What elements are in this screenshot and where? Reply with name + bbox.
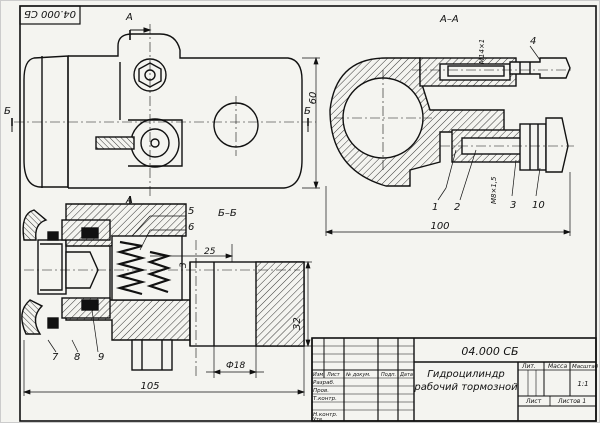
row-tkontr: Т.контр. [313,396,337,402]
lit-label: Лит. [521,363,536,370]
callout-9: 9 [98,352,104,363]
front-view [23,33,303,189]
header-sign: Подп. [381,372,396,378]
sheets-label: Листов 1 [557,398,586,405]
dim-60: 60 [308,92,319,105]
callout-6: 6 [188,222,194,233]
row-nkontr: Н.контр. [313,412,338,418]
title-line2: рабочий тормозной [413,381,518,393]
header-doc: № докум. [345,372,371,378]
row-utv: Утв. [313,417,324,423]
title-block [311,337,597,422]
dim-100: 100 [430,221,449,232]
drawing-frame [19,5,597,422]
section-bb-label: Б–Б [218,208,237,219]
title-line1: Гидроцилиндр [427,369,504,380]
callout-5: 5 [188,206,194,217]
scale-value: 1:1 [577,380,588,388]
callout-3: 3 [510,200,516,211]
callout-1: 1 [432,202,438,213]
callout-8: 8 [74,352,80,363]
designation-rotated-text: 04.000 СБ [24,8,76,19]
section-aa-view [329,57,571,187]
cut-b-right-label: Б [304,106,311,117]
callout-7: 7 [52,352,59,363]
callout-2: 2 [454,202,460,213]
row-razrab: Разраб. [313,380,335,386]
designation-text: 04.000 СБ [461,345,518,358]
dim-3: 3 [179,262,189,268]
designation-box-rotated: 04.000 СБ [19,5,81,25]
dim-32: 32 [292,317,303,330]
sheet-label: Лист [525,398,542,405]
callout-4: 4 [530,36,536,47]
dim-25: 25 [204,247,216,257]
section-bb-view [21,203,305,371]
header-izm: Изм. [313,372,325,378]
mass-label: Масса [548,363,567,370]
scale-label: Масштаб [572,364,599,370]
cut-b-left-label: Б [4,106,11,117]
cut-a-bottom-label: А [125,195,133,206]
row-prov: Пров. [313,388,329,394]
header-date: Дата [399,372,413,378]
dim-105: 105 [140,381,159,392]
cut-a-top-label: А [125,12,133,23]
dim-phi18: Ф18 [226,361,245,371]
header-list: Лист [326,372,341,378]
thread-m14: М14×1 [478,39,486,64]
thread-m8: М8×1,5 [490,176,498,204]
callout-10: 10 [532,200,545,211]
section-aa-label: А–А [439,14,459,25]
